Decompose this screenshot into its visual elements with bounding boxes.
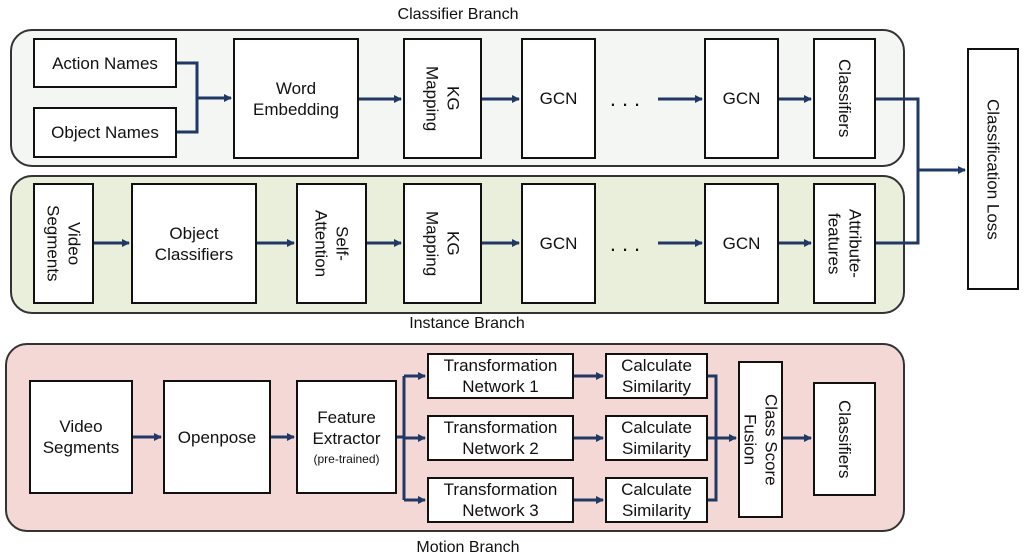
classifiers-box-classifier: Classifiers xyxy=(813,38,876,159)
openpose-label: Openpose xyxy=(177,427,257,447)
object-names-label: Object Names xyxy=(51,123,159,142)
calculate-similarity-1-box: Calculate Similarity xyxy=(605,353,708,399)
transformation-network-1-box: Transformation Network 1 xyxy=(427,353,574,399)
object-classifiers-box: Object Classifiers xyxy=(131,183,257,304)
object-names-box: Object Names xyxy=(33,107,177,158)
calculate-similarity-2-box: Calculate Similarity xyxy=(605,415,708,461)
kg-mapping-label-instance: KG Mapping xyxy=(422,210,463,277)
attribute-features-label: Attribute- features xyxy=(824,209,865,278)
openpose-box: Openpose xyxy=(163,380,271,494)
transformation-network-2-box: Transformation Network 2 xyxy=(427,415,574,461)
object-classifiers-label: Object Classifiers xyxy=(154,223,234,264)
calculate-similarity-2-label: Calculate Similarity xyxy=(621,418,692,458)
transformation-network-2-label: Transformation Network 2 xyxy=(443,418,558,458)
self-attention-label: Self- Attention xyxy=(311,209,352,278)
feature-extractor-box: Feature Extractor (pre-trained) xyxy=(296,380,397,494)
video-segments-label-instance: Video Segments xyxy=(43,205,84,282)
gcn-box-instance-1: GCN xyxy=(521,183,596,304)
kg-mapping-box-instance: KG Mapping xyxy=(403,183,482,304)
ellipsis-classifier: ... xyxy=(609,86,647,111)
class-score-fusion-box: Class Score Fusion xyxy=(738,361,783,518)
feature-extractor-note: (pre-trained) xyxy=(313,452,380,466)
video-segments-box-instance: Video Segments xyxy=(33,183,94,304)
gcn-box-classifier-2: GCN xyxy=(704,38,779,159)
classifier-branch-title: Classifier Branch xyxy=(397,6,519,23)
instance-branch-title: Instance Branch xyxy=(409,315,525,332)
class-score-fusion-label: Class Score Fusion xyxy=(740,393,781,486)
motion-branch-title: Motion Branch xyxy=(416,539,520,556)
gcn-box-instance-2: GCN xyxy=(704,183,779,304)
video-segments-label-motion: Video Segments xyxy=(42,417,120,457)
video-segments-box-motion: Video Segments xyxy=(29,380,133,494)
kg-mapping-box-classifier: KG Mapping xyxy=(403,38,482,159)
calculate-similarity-3-label: Calculate Similarity xyxy=(621,480,692,520)
self-attention-box: Self- Attention xyxy=(296,183,367,304)
gcn-label-classifier-1: GCN xyxy=(539,89,578,108)
classifiers-label-motion: Classifiers xyxy=(835,399,854,479)
transformation-network-1-label: Transformation Network 1 xyxy=(443,356,558,396)
calculate-similarity-3-box: Calculate Similarity xyxy=(605,477,708,523)
classifiers-label-classifier: Classifiers xyxy=(835,59,854,138)
gcn-label-classifier-2: GCN xyxy=(722,89,761,108)
calculate-similarity-1-label: Calculate Similarity xyxy=(621,356,692,396)
ellipsis-instance: ... xyxy=(609,231,647,256)
word-embedding-box: Word Embedding xyxy=(233,38,359,159)
kg-mapping-label-classifier: KG Mapping xyxy=(422,65,463,132)
attribute-features-box: Attribute- features xyxy=(813,183,876,304)
action-names-label: Action Names xyxy=(52,53,158,73)
word-embedding-label: Word Embedding xyxy=(252,78,339,119)
feature-extractor-label: Feature Extractor xyxy=(312,408,381,448)
classification-loss-label: Classification Loss xyxy=(983,98,1003,240)
action-names-box: Action Names xyxy=(33,38,177,88)
gcn-box-classifier-1: GCN xyxy=(521,38,596,159)
gcn-label-instance-1: GCN xyxy=(539,234,578,253)
gcn-label-instance-2: GCN xyxy=(722,234,761,253)
classification-loss-box: Classification Loss xyxy=(967,48,1019,290)
classifiers-box-motion: Classifiers xyxy=(813,382,876,496)
transformation-network-3-label: Transformation Network 3 xyxy=(443,480,558,520)
transformation-network-3-box: Transformation Network 3 xyxy=(427,477,574,523)
